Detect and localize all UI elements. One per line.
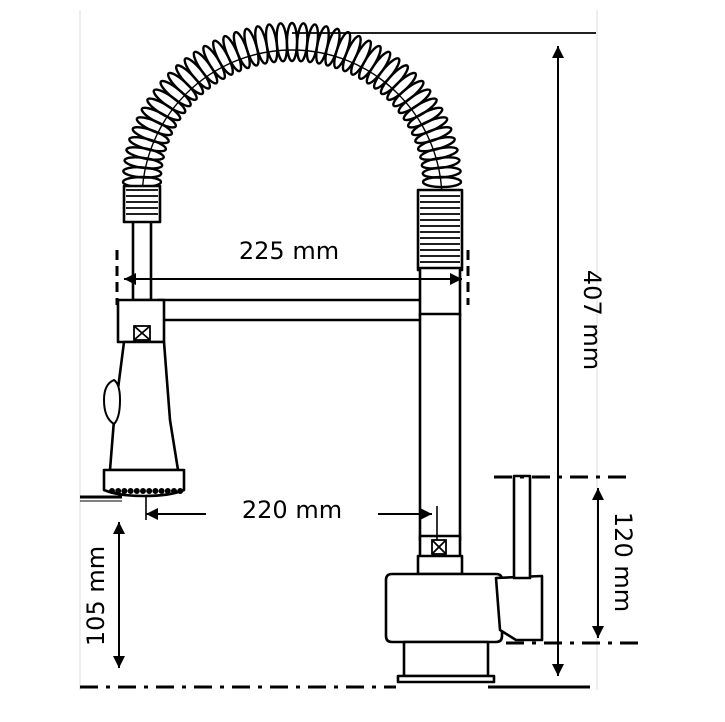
base-foot — [396, 674, 496, 684]
label-120mm: 120 mm — [609, 512, 637, 612]
coil-clamp-left — [122, 184, 162, 224]
coil-turn — [128, 135, 168, 153]
spray-hose-left — [131, 216, 153, 302]
coil-turn — [419, 146, 459, 161]
arrowheads — [113, 46, 604, 676]
spring-coil — [121, 21, 463, 201]
detail-lines — [109, 189, 460, 555]
spray-head-connector — [116, 298, 166, 344]
coil-turn — [416, 135, 456, 153]
spout-arm — [156, 298, 428, 322]
column-foot — [416, 554, 464, 576]
label-225mm: 225 mm — [239, 237, 339, 265]
coil-turn — [232, 30, 251, 70]
label-407mm: 407 mm — [578, 270, 606, 370]
label-220mm: 220 mm — [242, 496, 342, 524]
main-column — [418, 312, 462, 542]
coil-turn — [414, 125, 453, 145]
spout-joint — [418, 266, 462, 318]
spray-head-button — [103, 379, 121, 425]
coil-turn — [243, 27, 260, 67]
base-block — [384, 572, 504, 644]
coil-turn — [285, 21, 299, 63]
lever-housing — [494, 574, 544, 642]
base-plate — [402, 640, 490, 678]
lever-handle — [512, 474, 532, 580]
coil-turn — [125, 146, 165, 161]
coil-inner-arc — [141, 49, 443, 201]
label-105mm: 105 mm — [82, 546, 110, 646]
